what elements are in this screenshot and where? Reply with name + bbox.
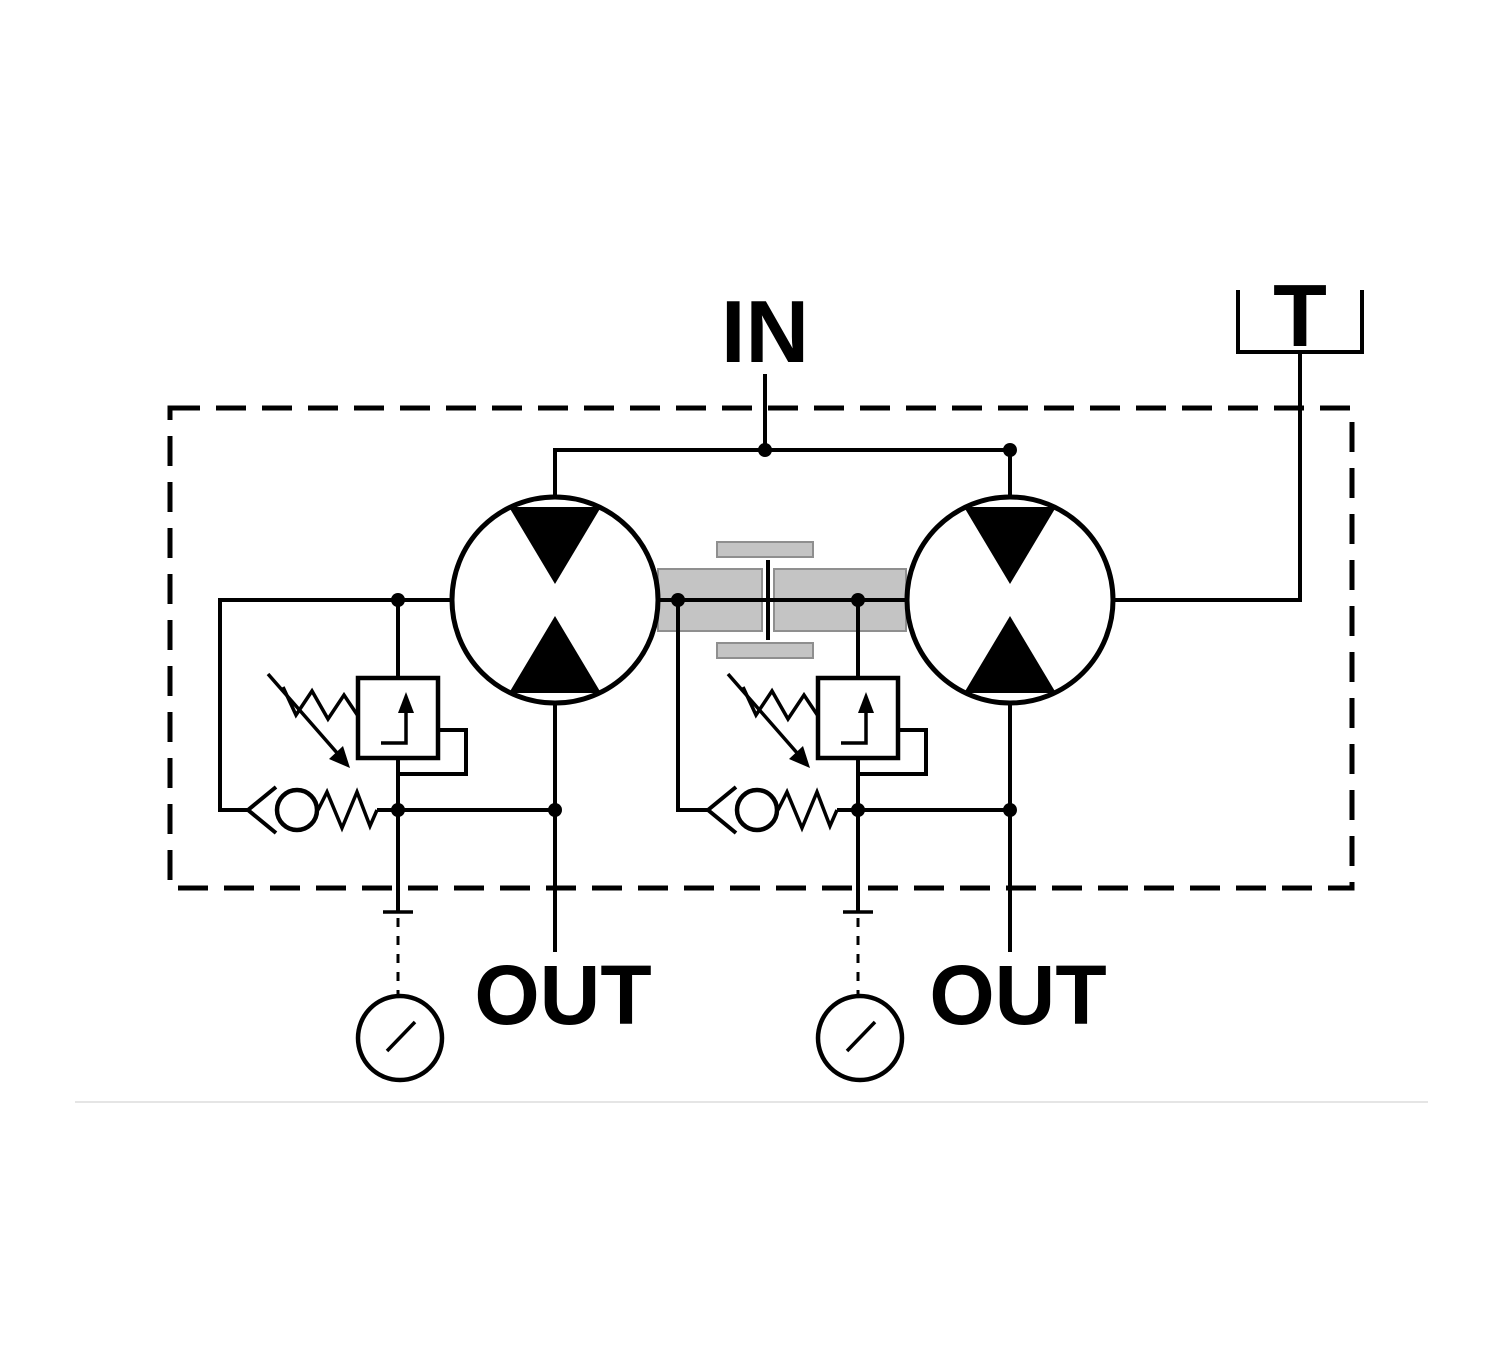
junction-dot-inlet [758,443,772,457]
coupling-bar-top [716,541,814,558]
right-section-lines [676,600,1013,812]
relief-valve-left-flow-arrowhead [398,692,414,713]
relief-valve-left [266,672,468,912]
junction-dot-drain-left [391,803,405,817]
relief-valve-left-pilot-line [398,728,468,776]
relief-valve-right [726,672,928,912]
outlet-right-label: OUT [929,948,1106,1042]
check-valve-left [244,785,379,835]
check-valve-left-spring [316,787,379,833]
hydraulic-motor-right [904,494,1116,706]
pressure-gauge-right [815,910,905,1083]
motor-left-flow-arrow-bottom [509,616,601,693]
relief-valve-left-flow-arrow [381,710,408,745]
hydraulic-motor-left [449,494,661,706]
motor-right-flow-arrow-top [964,507,1056,584]
inlet-port: IN [553,282,1012,498]
check-valve-right [704,785,839,835]
shaft-coupling [657,541,907,659]
junction-dot-drain-right [851,803,865,817]
enclosure-boundary [167,405,1355,891]
relief-valve-left-spring [281,686,360,723]
relief-valve-right-adjust-arrow [726,672,800,756]
outlet-right: OUT [929,703,1107,1042]
check-valve-right-spring [776,787,839,833]
tank-port: T [1113,266,1364,602]
relief-valve-right-flow-arrow [841,710,868,745]
enclosure-dashed-rect [167,405,1355,891]
relief-valve-right-spring [741,686,820,723]
motor-right-flow-arrow-bottom [964,616,1056,693]
tank-line [1113,352,1302,602]
junction-dot-header-right [1003,443,1017,457]
junction-dot-outlet-left [548,803,562,817]
check-valve-left-seat [244,785,278,835]
relief-valve-right-adjust-arrowhead [789,746,810,768]
gauge-left-needle [385,1020,417,1053]
left-section-lines [218,598,558,812]
relief-valve-right-pilot-line [858,728,928,776]
junction-dot-relief-right-tap [851,593,865,607]
gauge-right-needle [845,1020,877,1053]
coupling-bar-bottom [716,642,814,659]
tank-label: T [1273,266,1327,365]
relief-valve-right-flow-arrowhead [858,692,874,713]
right-loop-line [676,600,708,812]
outlet-left: OUT [474,703,652,1042]
relief-valve-left-body [355,675,441,761]
relief-valve-right-body [815,675,901,761]
junction-dot-relief-left-tap [391,593,405,607]
left-loop-line [218,598,452,812]
supply-header-line [553,448,1012,498]
check-valve-left-ball [274,787,320,833]
junction-dots [391,443,1017,817]
relief-valve-left-adjust-arrow [266,672,340,756]
junction-dot-outlet-right [1003,803,1017,817]
junction-dot-link-left [671,593,685,607]
outlet-left-label: OUT [474,948,651,1042]
pressure-gauge-left [355,910,445,1083]
motor-left-flow-arrow-top [509,507,601,584]
check-valve-right-ball [734,787,780,833]
relief-valve-left-adjust-arrowhead [329,746,350,768]
check-valve-right-seat [704,785,738,835]
inlet-label: IN [721,282,809,381]
